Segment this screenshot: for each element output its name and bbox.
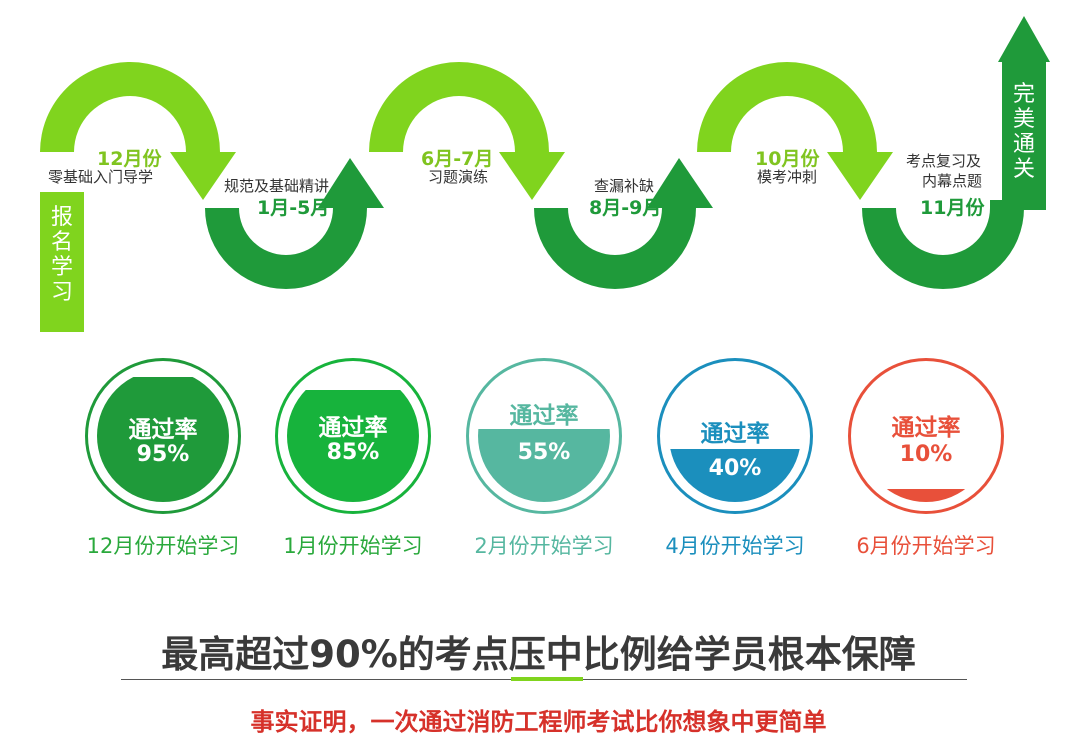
pass-rate-value-3: 55% [517, 440, 571, 465]
headline-divider-accent [511, 677, 583, 681]
pass-rate-value-1: 95% [136, 442, 190, 467]
pass-rate-fill-5 [860, 488, 992, 502]
pass-rate-value-2: 85% [326, 440, 380, 465]
arrow-down-5 [827, 152, 893, 200]
stage-3-desc: 习题演练 [428, 168, 489, 186]
trough-4 [534, 208, 696, 289]
stage-6-desc-line2: 内幕点题 [922, 172, 983, 190]
start-caption-3: 2月份开始学习 [474, 534, 614, 558]
start-char-4: 习 [50, 280, 73, 305]
start-char-1: 报 [50, 205, 73, 230]
pass-rate-label-5: 通过率 [891, 415, 961, 441]
sub-headline: 事实证明，一次通过消防工程师考试比你想象中更简单 [250, 708, 827, 736]
pass-rate-value-5: 10% [899, 442, 953, 467]
stage-4-desc: 查漏补缺 [594, 177, 655, 195]
pass-rate-fill-4 [669, 449, 801, 502]
finish-bar-label: 完 美 通 关 [1002, 82, 1046, 182]
finish-char-2: 美 [1012, 107, 1035, 132]
arrow-up-4 [647, 158, 713, 208]
main-headline: 最高超过90%的考点压中比例给学员根本保障 [161, 633, 916, 676]
start-caption-1: 12月份开始学习 [86, 534, 240, 558]
arrow-down-3 [499, 152, 565, 200]
arrow-down-1 [170, 152, 236, 200]
pass-rate-value-4: 40% [708, 456, 762, 481]
start-bar-label: 报 名 学 习 [40, 205, 84, 305]
start-caption-5: 6月份开始学习 [856, 534, 996, 558]
finish-bar-joint [990, 200, 1046, 210]
pass-rate-fill-2 [287, 389, 419, 502]
arch-5 [697, 62, 877, 152]
start-bar [40, 192, 84, 332]
pass-rate-circle-5: 通过率 10% [848, 358, 1004, 514]
start-caption-2: 1月份开始学习 [283, 534, 423, 558]
timeline-wave-graphic [40, 16, 1050, 332]
pass-rate-circle-4: 通过率 40% [657, 358, 813, 514]
pass-rate-label-3: 通过率 [509, 403, 579, 429]
pass-rate-circle-1: 通过率 95% [85, 358, 241, 514]
pass-rate-circle-2: 通过率 85% [275, 358, 431, 514]
finish-char-1: 完 [1012, 82, 1035, 107]
pass-rate-label-1: 通过率 [128, 417, 198, 443]
stage-5-desc: 模考冲刺 [757, 168, 818, 186]
arch-1 [40, 62, 220, 152]
pass-rate-fill-3 [478, 429, 610, 502]
start-char-2: 名 [50, 230, 73, 255]
arrow-up-2 [318, 158, 384, 208]
stage-6-month: 11月份 [920, 197, 985, 219]
trough-6 [862, 208, 1024, 289]
finish-bar [1002, 62, 1046, 208]
finish-char-3: 通 [1012, 132, 1035, 157]
trough-2 [205, 208, 367, 289]
pass-rate-circle-3: 通过率 55% [466, 358, 622, 514]
stage-4-month: 8月-9月 [589, 197, 662, 219]
pass-rate-fill-1 [97, 376, 229, 502]
stage-3-month: 6月-7月 [421, 148, 494, 170]
finish-arrow [998, 16, 1050, 62]
pass-rate-label-4: 通过率 [700, 421, 770, 447]
start-caption-4: 4月份开始学习 [665, 534, 805, 558]
stage-5-month: 10月份 [755, 148, 820, 170]
stage-1-desc: 零基础入门导学 [48, 168, 154, 186]
stage-6-desc-line1: 考点复习及 [906, 152, 982, 170]
start-char-3: 学 [50, 255, 73, 280]
stage-2-desc: 规范及基础精讲 [224, 177, 330, 195]
stage-2-month: 1月-5月 [257, 197, 330, 219]
stage-1-month: 12月份 [97, 148, 162, 170]
finish-char-4: 关 [1012, 157, 1035, 182]
pass-rate-label-2: 通过率 [318, 415, 388, 441]
arch-3 [369, 62, 549, 152]
